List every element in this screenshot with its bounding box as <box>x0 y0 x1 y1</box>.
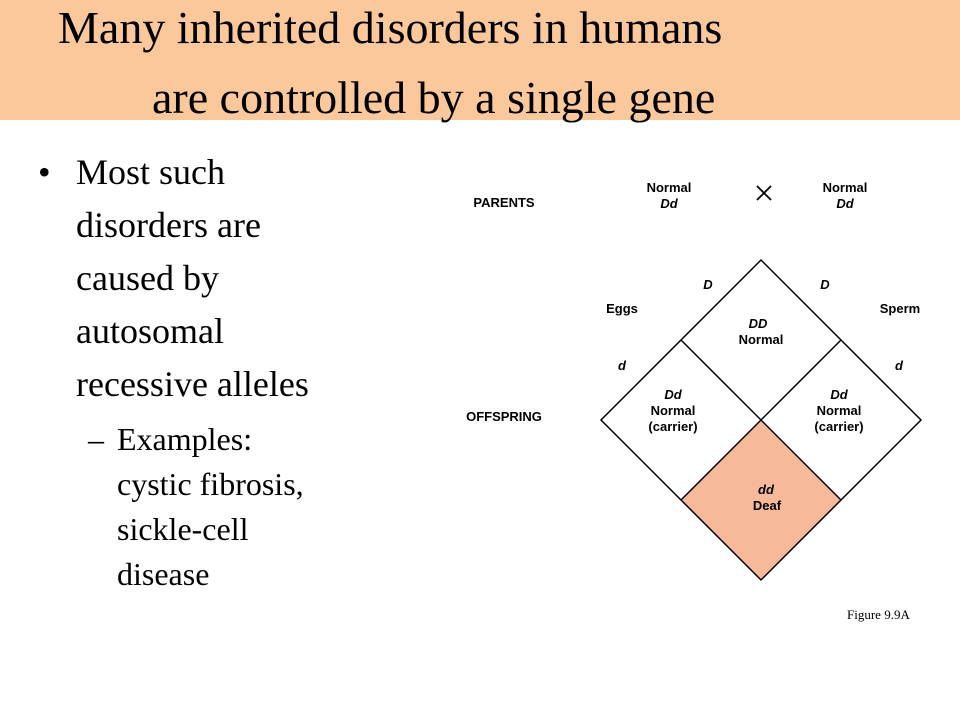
bullet-text-line: Most such <box>76 152 226 192</box>
bullet-text-line: caused by <box>76 258 219 298</box>
bullet-text-line: disorders are <box>76 205 261 245</box>
sub-bullet-text-line: cystic fibrosis, <box>117 466 304 502</box>
sub-bullet-text-line: Examples: <box>117 421 253 457</box>
parent-left-genotype: Dd <box>660 196 678 211</box>
sperm-label: Sperm <box>880 301 920 316</box>
bullet-item: • Most such disorders are caused by auto… <box>38 146 378 411</box>
title-bar: Many inherited disorders in humans are c… <box>0 0 960 123</box>
allele-top-left: D <box>703 277 713 292</box>
punnett-divider-2 <box>680 339 842 501</box>
allele-side-left: d <box>618 358 627 373</box>
sub-bullet-marker: – <box>88 421 104 457</box>
cell-right-phenotype: Normal <box>817 403 862 418</box>
eggs-label: Eggs <box>606 301 638 316</box>
bullet-list: • Most such disorders are caused by auto… <box>38 146 378 597</box>
sub-bullet-text-line: sickle-cell <box>117 511 249 547</box>
parents-label: PARENTS <box>473 195 534 210</box>
bullet-text-line: recessive alleles <box>76 364 309 404</box>
cell-right-note: (carrier) <box>814 419 863 434</box>
sub-bullet-item: – Examples: cystic fibrosis, sickle-cell… <box>38 417 378 597</box>
offspring-label: OFFSPRING <box>466 409 542 424</box>
parent-right-phenotype: Normal <box>823 180 868 195</box>
slide-title-line-1: Many inherited disorders in humans <box>58 2 723 53</box>
figure-caption: Figure 9.9A <box>847 607 910 622</box>
cell-left-genotype: Dd <box>664 387 682 402</box>
sub-bullet-text-line: disease <box>117 556 210 592</box>
allele-side-right: d <box>895 358 904 373</box>
allele-top-right: D <box>820 277 830 292</box>
cell-bottom-genotype: dd <box>758 482 775 497</box>
bullet-text-line: autosomal <box>76 311 224 351</box>
punnett-outer-diamond <box>599 258 923 582</box>
cross-symbol-icon <box>756 185 772 201</box>
cell-top-genotype: DD <box>749 316 768 331</box>
bullet-marker: • <box>38 152 51 192</box>
cell-left-phenotype: Normal <box>651 403 696 418</box>
parent-right-genotype: Dd <box>836 196 854 211</box>
parent-left-phenotype: Normal <box>647 180 692 195</box>
cell-left-note: (carrier) <box>648 419 697 434</box>
cell-right-genotype: Dd <box>830 387 848 402</box>
cell-top-phenotype: Normal <box>739 332 784 347</box>
slide-title-line-2: are controlled by a single gene <box>152 72 716 123</box>
cell-bottom-phenotype: Deaf <box>753 498 782 513</box>
